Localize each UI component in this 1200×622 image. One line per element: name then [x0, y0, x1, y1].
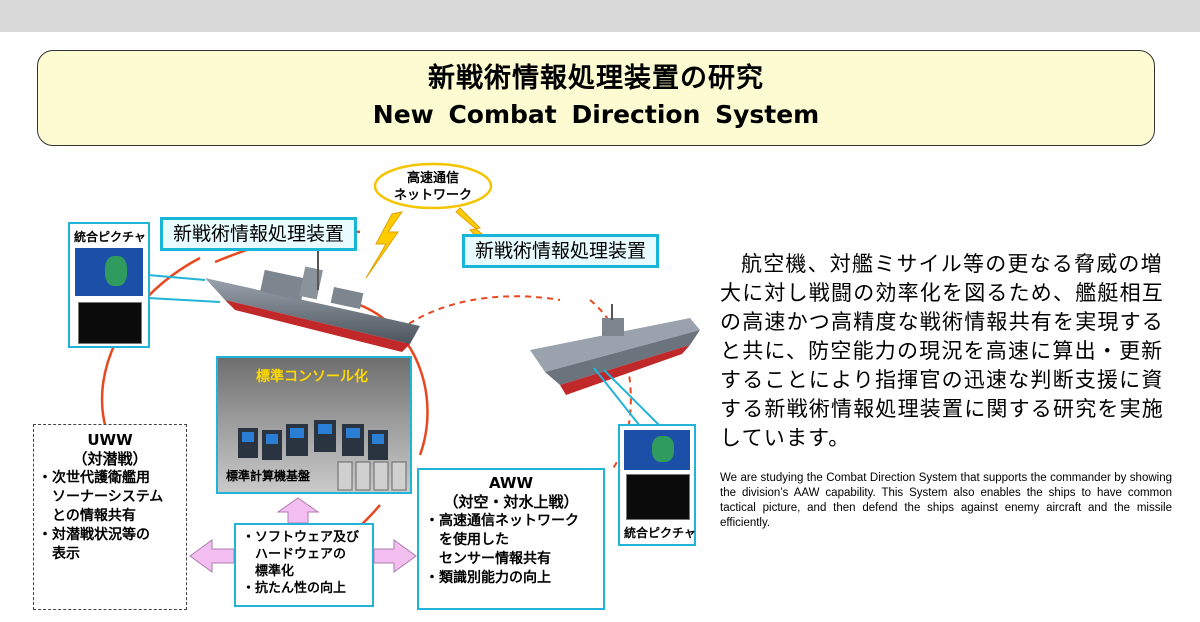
system-label-right: 新戦術情報処理装置 [462, 234, 660, 268]
uww-item: ・対潜戦状況等の [38, 527, 150, 543]
standardization-box: ・ソフトウェア及び ハードウェアの 標準化 ・抗たん性の向上 [234, 523, 374, 607]
lightning-left-icon [365, 211, 404, 279]
console-room-image: 標準コンソール化 標準計算機基盤 [216, 356, 412, 494]
radar-screen-left [78, 302, 142, 344]
standardization-item: ・抗たん性の向上 [242, 581, 347, 596]
integrated-picture-panel-left: 統合ピクチャ [68, 222, 150, 348]
uww-item: との情報共有 [38, 508, 136, 524]
standardization-item: 標準化 [242, 564, 295, 579]
standardization-item: ・ソフトウェア及び [242, 530, 360, 545]
aww-item: センサー情報共有 [425, 551, 551, 567]
title-japanese: 新戦術情報処理装置の研究 [428, 63, 764, 94]
aww-item: ・類識別能力の向上 [425, 570, 551, 586]
network-label-line1: 高速通信 [406, 171, 459, 186]
aww-subheading: （対空・対水上戦） [443, 493, 579, 511]
arrow-right-icon [373, 539, 417, 573]
aww-box: AWW （対空・対水上戦） ・高速通信ネットワーク を使用した センサー情報共有… [417, 468, 605, 610]
title-banner: 新戦術情報処理装置の研究 New Combat Direction System [37, 50, 1155, 146]
integrated-picture-panel-right: 統合ピクチャ [618, 424, 696, 546]
aww-item: を使用した [425, 532, 509, 548]
callout-line-right2 [603, 369, 661, 427]
uww-subheading: （対潜戦） [72, 450, 148, 468]
uww-item: ・次世代護衛艦用 [38, 470, 150, 486]
destroyer-ship-image [205, 250, 420, 352]
callout-line-right [593, 367, 641, 427]
arrow-left-icon [189, 539, 235, 573]
integrated-picture-label-right: 統合ピクチャ [624, 526, 696, 540]
description-japanese: 航空機、対艦ミサイル等の更なる脅威の増大に対し戦闘の効率化を図るため、艦艇相互の… [720, 252, 1164, 450]
network-label: 高速通信 ネットワーク [385, 170, 481, 204]
top-bar [0, 0, 1200, 32]
radar-screen-right [626, 474, 690, 520]
arrow-up-icon [276, 497, 320, 524]
description-english: We are studying the Combat Direction Sys… [720, 472, 1172, 529]
network-label-line2: ネットワーク [393, 188, 472, 203]
uww-heading: UWW [87, 431, 133, 449]
network-ellipse [373, 162, 493, 210]
console-illustration [238, 420, 407, 491]
system-label-left: 新戦術情報処理装置 [160, 217, 358, 251]
callout-line-left [147, 274, 206, 281]
uww-item: ソーナーシステム [38, 489, 164, 505]
callout-line-left2 [147, 297, 221, 303]
standardization-item: ハードウェアの [242, 547, 347, 562]
link-dashed-left [399, 295, 561, 331]
uww-item: 表示 [38, 546, 80, 562]
title-english: New Combat Direction System [372, 100, 820, 129]
console-title: 標準コンソール化 [256, 369, 368, 385]
integrated-picture-label-left: 統合ピクチャ [74, 230, 146, 244]
console-subtitle: 標準計算機基盤 [226, 469, 311, 483]
carrier-ship-image [530, 304, 700, 395]
aww-item: ・高速通信ネットワーク [425, 513, 579, 529]
tactical-map-right [624, 430, 690, 470]
uww-box: UWW （対潜戦） ・次世代護衛艦用 ソーナーシステム との情報共有 ・対潜戦状… [33, 424, 187, 610]
link-arc-top [359, 303, 429, 456]
aww-heading: AWW [488, 474, 534, 492]
tactical-map-left [75, 248, 143, 296]
